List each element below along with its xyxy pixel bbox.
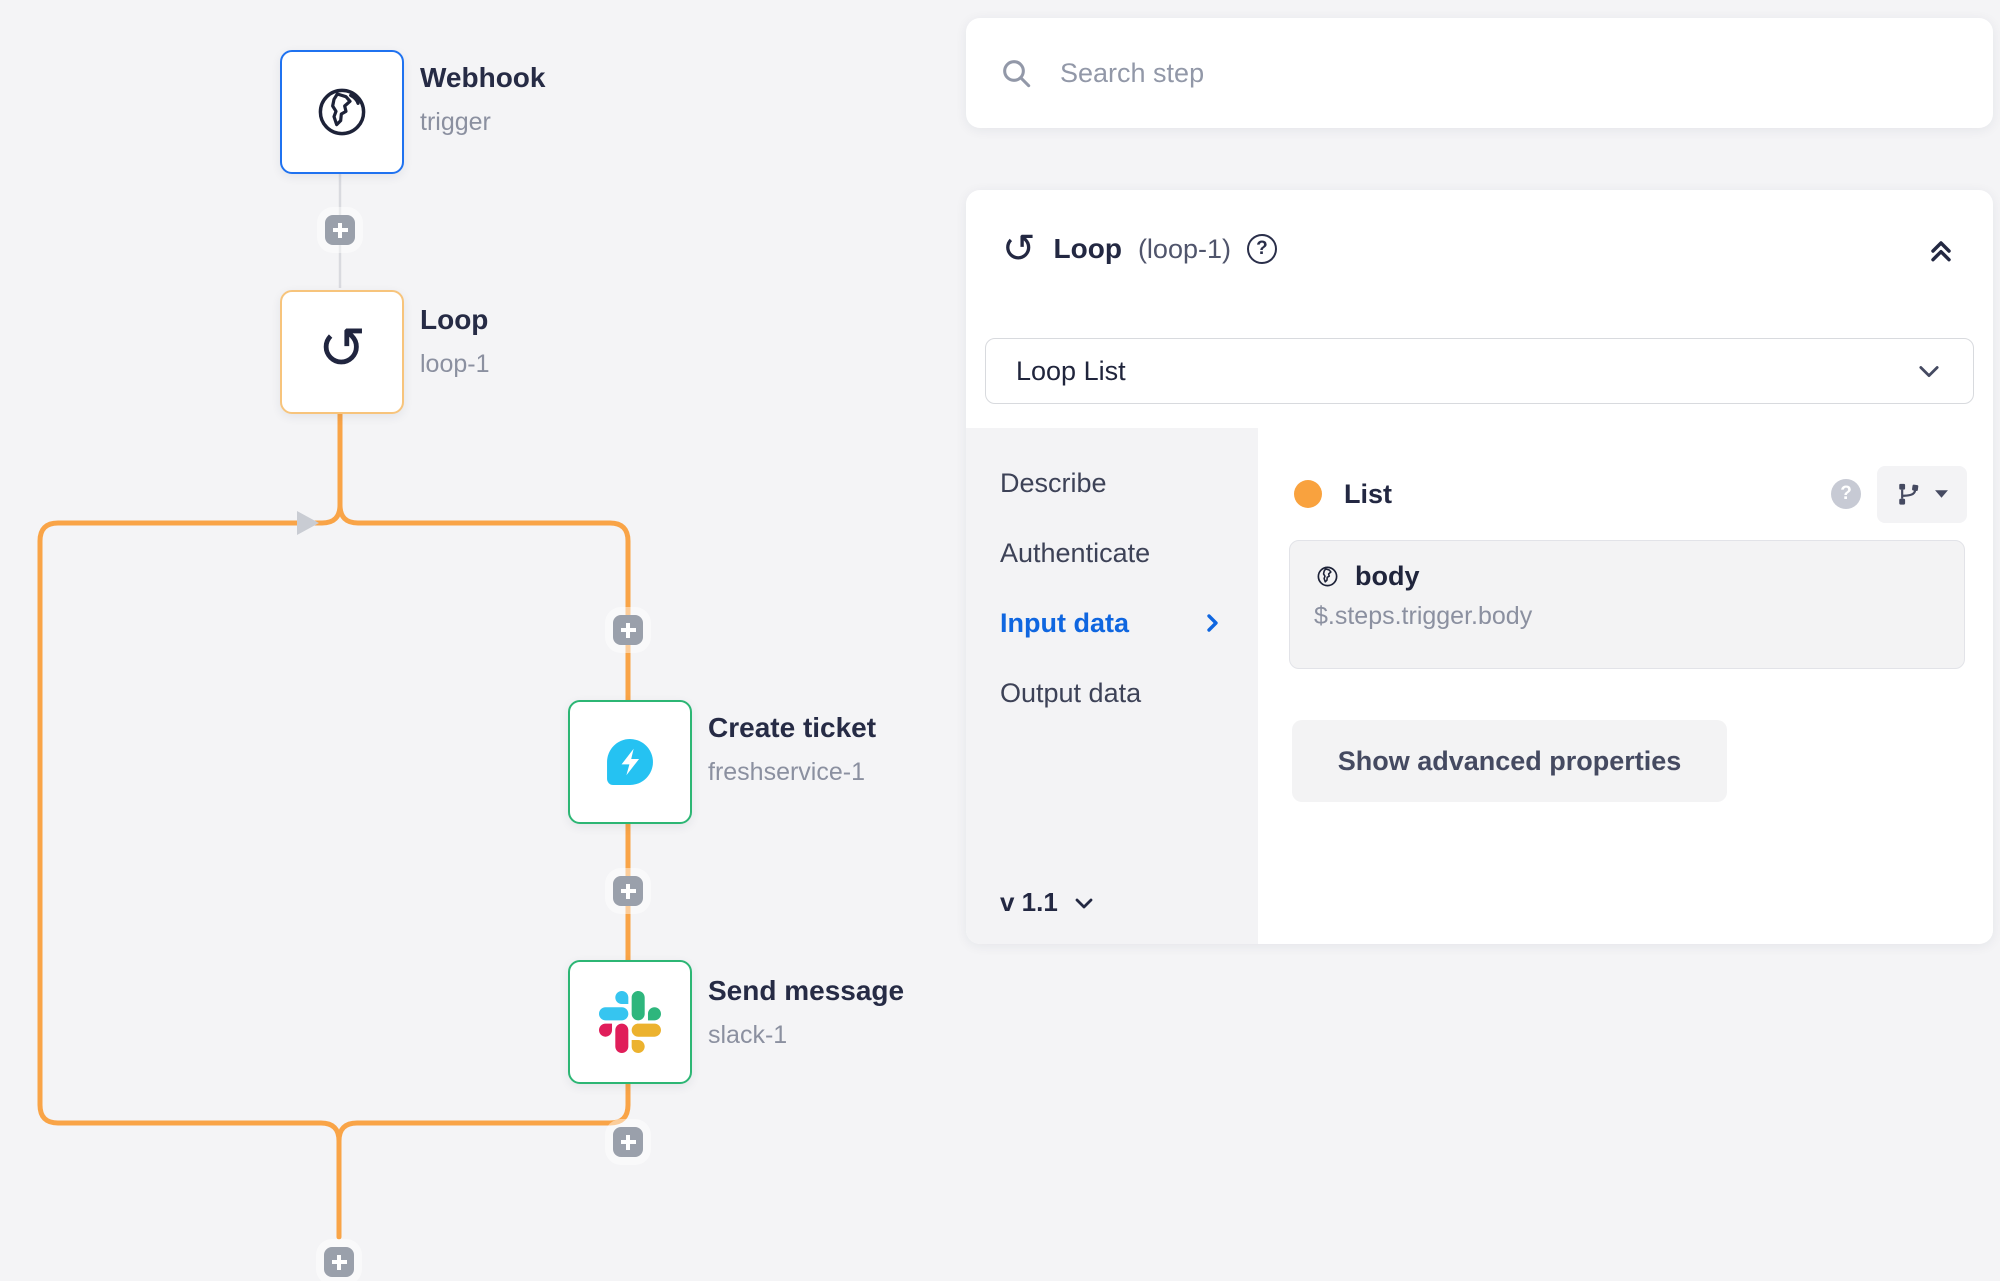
add-step-button[interactable] <box>325 215 355 245</box>
slack-icon <box>599 991 661 1053</box>
tab-output-data[interactable]: Output data <box>966 658 1258 728</box>
node-send-message[interactable] <box>568 960 692 1084</box>
pill-header: body <box>1314 561 1940 592</box>
node-subtitle: slack-1 <box>708 1021 788 1049</box>
tab-describe[interactable]: Describe <box>966 448 1258 518</box>
node-subtitle: freshservice-1 <box>708 758 865 786</box>
help-icon[interactable]: ? <box>1246 234 1277 264</box>
inspector-body: Describe Authenticate Input data Output … <box>966 428 1993 944</box>
tab-input-data[interactable]: Input data <box>966 588 1258 658</box>
loop-back-connector <box>37 407 343 1240</box>
list-field-row: List ? <box>1294 464 1967 524</box>
chevron-right-icon <box>1200 611 1224 635</box>
branch-icon <box>1898 483 1918 505</box>
globe-icon <box>1317 566 1338 587</box>
node-label-webhook: Webhook trigger <box>420 64 545 135</box>
node-label-create-ticket: Create ticket freshservice-1 <box>708 714 876 785</box>
tab-label: Authenticate <box>1000 537 1151 568</box>
loop-icon: ↺ <box>317 314 367 382</box>
caret-down-icon <box>1934 490 1948 498</box>
tab-authenticate[interactable]: Authenticate <box>966 518 1258 588</box>
freshservice-icon <box>607 739 653 785</box>
required-field-dot <box>1294 480 1322 508</box>
inspector-tab-list: Describe Authenticate Input data Output … <box>966 428 1258 944</box>
node-create-ticket[interactable] <box>568 700 692 824</box>
tab-label: Describe <box>1000 467 1107 498</box>
inspector-step-id: (loop-1) <box>1137 233 1231 264</box>
search-icon <box>1003 60 1031 88</box>
pill-name: body <box>1355 561 1420 591</box>
mapping-mode-button[interactable] <box>1877 465 1967 523</box>
node-subtitle: trigger <box>420 108 491 136</box>
double-chevron-up-icon <box>1931 241 1951 262</box>
globe-icon <box>318 88 366 136</box>
operation-selected-value: Loop List <box>1016 355 1126 386</box>
tab-label: Output data <box>1000 677 1142 708</box>
version-selector[interactable]: v 1.1 <box>1000 887 1096 918</box>
add-step-button[interactable] <box>613 615 643 645</box>
tab-label: Input data <box>1000 607 1129 638</box>
search-step-input[interactable] <box>1058 56 1959 90</box>
node-title: Send message <box>708 975 905 1006</box>
add-step-button[interactable] <box>324 1247 354 1277</box>
field-label: List <box>1344 478 1393 509</box>
version-label: v 1.1 <box>1000 887 1058 917</box>
show-advanced-properties-button[interactable]: Show advanced properties <box>1292 720 1727 802</box>
node-subtitle: loop-1 <box>420 350 490 378</box>
step-search-bar <box>966 18 1993 128</box>
add-step-button[interactable] <box>613 876 643 906</box>
collapse-panel-button[interactable] <box>1925 233 1957 265</box>
inspector-header: ↺ Loop (loop-1) ? <box>966 190 1993 308</box>
loop-icon: ↺ <box>1002 226 1036 272</box>
add-step-button[interactable] <box>613 1127 643 1157</box>
node-label-send-message: Send message slack-1 <box>708 977 904 1048</box>
chevron-down-icon <box>1915 357 1943 385</box>
node-title: Create ticket <box>708 712 877 743</box>
flow-arrow-icon <box>297 511 319 535</box>
node-loop[interactable]: ↺ <box>280 290 404 414</box>
field-help-icon[interactable]: ? <box>1831 479 1861 509</box>
node-title: Loop <box>420 304 489 335</box>
step-inspector-panel: ↺ Loop (loop-1) ? Loop List Describe <box>966 190 1993 944</box>
pill-path: $.steps.trigger.body <box>1314 602 1533 630</box>
node-title: Webhook <box>420 62 546 93</box>
chevron-down-icon <box>1075 898 1093 908</box>
node-label-loop: Loop loop-1 <box>420 306 490 377</box>
mapped-data-pill[interactable]: body $.steps.trigger.body <box>1289 540 1965 669</box>
input-data-content: List ? <box>1258 428 1993 944</box>
inspector-title: Loop <box>1053 233 1122 264</box>
node-webhook-trigger[interactable] <box>280 50 404 174</box>
operation-select[interactable]: Loop List <box>985 338 1974 404</box>
